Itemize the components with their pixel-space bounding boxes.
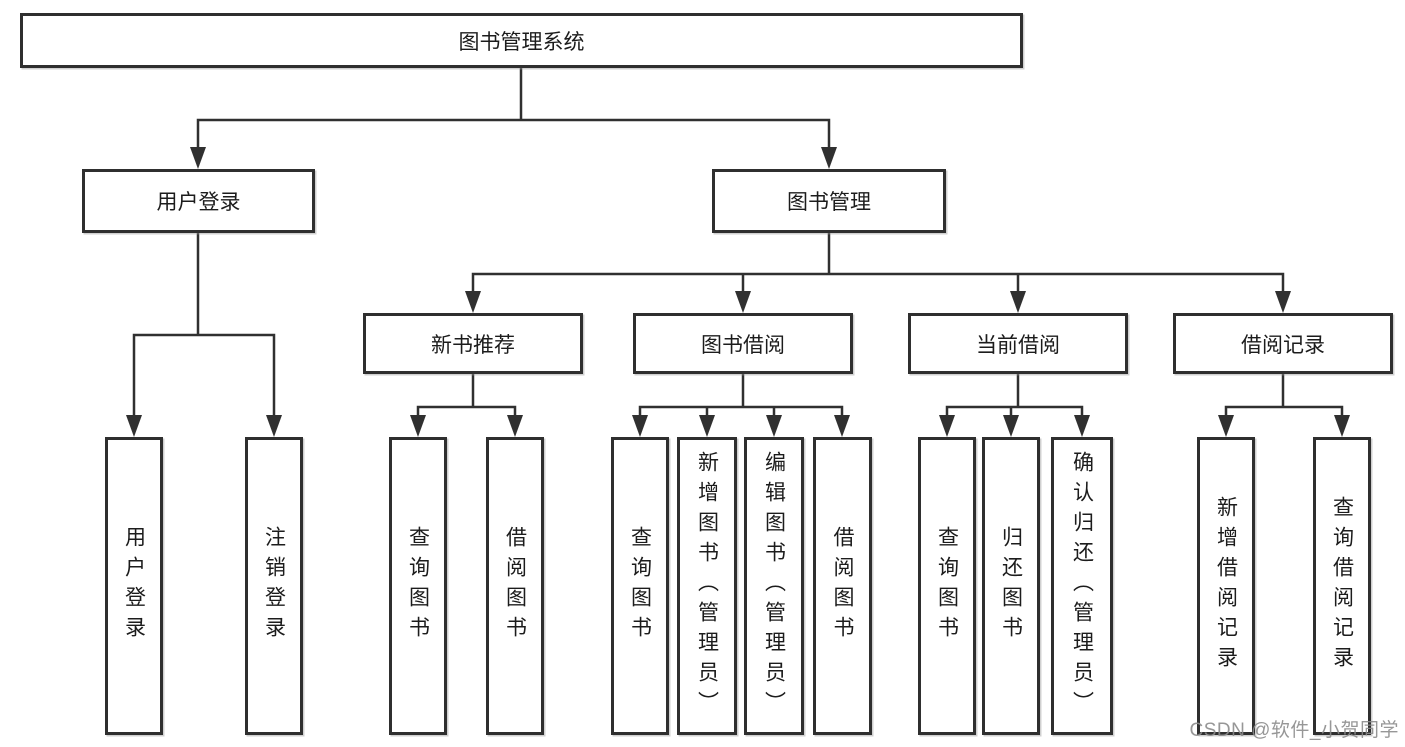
leaf-query-books-current-label: 查询图书 — [935, 526, 959, 646]
leaf-return-books: 归还图书 — [982, 437, 1040, 735]
node-root-label: 图书管理系统 — [458, 30, 585, 54]
leaf-query-books-current: 查询图书 — [918, 437, 976, 735]
connector-bookborrow-to-leaves — [638, 372, 844, 419]
node-book-management: 图书管理 — [712, 169, 946, 233]
node-book-borrowing: 图书借阅 — [633, 313, 853, 374]
leaf-query-borrow-record: 查询借阅记录 — [1313, 437, 1371, 735]
leaf-borrow-books: 借阅图书 — [813, 437, 872, 735]
node-borrowing-records: 借阅记录 — [1173, 313, 1393, 374]
node-new-book-recommend: 新书推荐 — [363, 313, 583, 374]
node-borrowing-records-label: 借阅记录 — [1241, 333, 1325, 357]
leaf-borrow-books-label: 借阅图书 — [831, 526, 854, 646]
leaf-edit-books-admin: 编辑图书（管理员） — [744, 437, 804, 735]
leaf-add-borrow-record: 新增借阅记录 — [1197, 437, 1255, 735]
leaf-edit-books-admin-label: 编辑图书（管理员） — [762, 451, 786, 721]
connector-userlogin-to-leaves — [132, 231, 276, 419]
node-new-book-recommend-label: 新书推荐 — [431, 333, 515, 357]
node-book-management-label: 图书管理 — [787, 191, 871, 214]
connector-newbookrec-to-leaves — [416, 372, 517, 419]
leaf-add-borrow-record-label: 新增借阅记录 — [1214, 496, 1238, 676]
csdn-watermark: CSDN @软件_小贺同学 — [1189, 720, 1399, 741]
node-book-borrowing-label: 图书借阅 — [701, 333, 785, 357]
leaf-logout: 注销登录 — [245, 437, 303, 735]
leaf-logout-label: 注销登录 — [262, 526, 286, 646]
node-current-borrowing-label: 当前借阅 — [976, 333, 1060, 357]
leaf-borrow-books-recommend: 借阅图书 — [486, 437, 544, 735]
leaf-borrow-books-recommend-label: 借阅图书 — [503, 526, 527, 646]
leaf-user-login-label: 用户登录 — [122, 526, 146, 646]
connector-currentborrow-to-leaves — [945, 372, 1084, 419]
leaf-add-books-admin-label: 新增图书（管理员） — [695, 451, 719, 721]
connector-bookmgmt-to-level3 — [471, 231, 1285, 295]
leaf-query-books-borrowing: 查询图书 — [611, 437, 669, 735]
leaf-query-books-borrowing-label: 查询图书 — [628, 526, 652, 646]
connector-borrowrecord-to-leaves — [1224, 372, 1344, 419]
node-root: 图书管理系统 — [20, 13, 1023, 68]
node-user-login: 用户登录 — [82, 169, 315, 233]
leaf-query-books-recommend: 查询图书 — [389, 437, 447, 735]
leaf-confirm-return-admin: 确认归还（管理员） — [1051, 437, 1113, 735]
node-user-login-label: 用户登录 — [156, 191, 241, 214]
leaf-confirm-return-admin-label: 确认归还（管理员） — [1070, 451, 1094, 721]
leaf-query-borrow-record-label: 查询借阅记录 — [1330, 496, 1354, 676]
leaf-return-books-label: 归还图书 — [999, 526, 1023, 646]
leaf-user-login: 用户登录 — [105, 437, 163, 735]
leaf-query-books-recommend-label: 查询图书 — [406, 526, 430, 646]
node-current-borrowing: 当前借阅 — [908, 313, 1128, 374]
leaf-add-books-admin: 新增图书（管理员） — [677, 437, 737, 735]
connector-root-to-level2 — [196, 66, 831, 151]
